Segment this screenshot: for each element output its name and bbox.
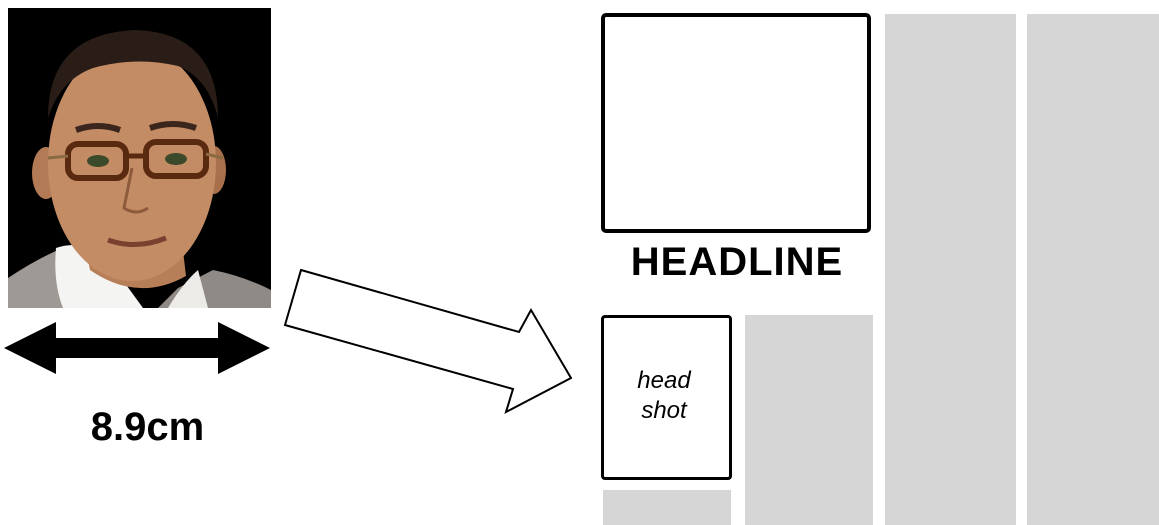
text-column-1 <box>885 14 1016 525</box>
headshot-label-line-2: shot <box>641 397 687 424</box>
headshot-placeholder: head shot <box>601 315 732 480</box>
headshot-photo <box>8 8 271 308</box>
main-image-placeholder <box>601 13 871 233</box>
portrait-illustration <box>8 8 271 308</box>
text-column-4 <box>603 490 731 525</box>
text-column-3 <box>745 315 873 525</box>
pointer-arrow <box>283 268 573 414</box>
width-arrow <box>4 322 270 374</box>
headshot-label-line-1: head <box>637 367 691 394</box>
headline-text: HEADLINE <box>630 240 844 284</box>
width-measurement-label: 8.9cm <box>90 405 205 449</box>
headshot-label: head shot <box>604 366 724 426</box>
text-column-2 <box>1027 14 1159 525</box>
